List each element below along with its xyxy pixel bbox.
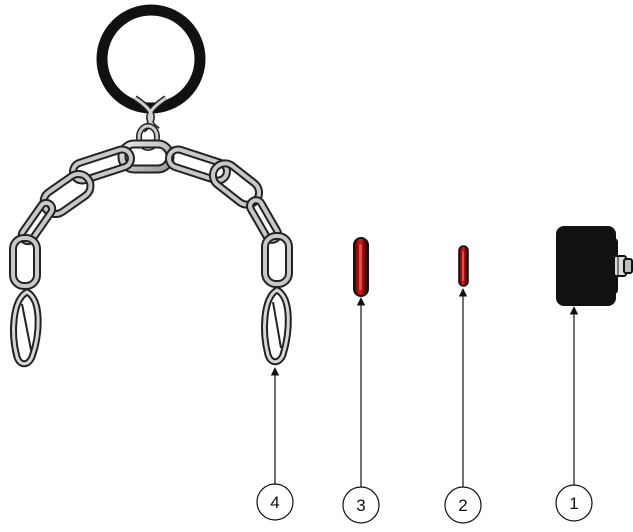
chain-assembly xyxy=(9,4,293,368)
small-pin xyxy=(458,245,469,287)
large-pin xyxy=(353,237,369,297)
right-chain xyxy=(165,145,293,366)
callout-3-label: 3 xyxy=(356,496,365,515)
callout-1: 1 xyxy=(555,484,593,522)
left-snap-hook xyxy=(10,288,42,368)
callout-2: 2 xyxy=(444,486,482,524)
callout-2-label: 2 xyxy=(458,496,467,515)
callout-4: 4 xyxy=(256,483,294,521)
right-snap-hook xyxy=(261,285,292,366)
callout-1-label: 1 xyxy=(569,494,578,513)
callout-4-label: 4 xyxy=(270,493,279,512)
callout-3: 3 xyxy=(342,486,380,524)
lifting-ring xyxy=(96,4,206,114)
leader-lines xyxy=(270,288,579,487)
end-cap xyxy=(556,226,633,306)
left-chain xyxy=(9,145,135,368)
